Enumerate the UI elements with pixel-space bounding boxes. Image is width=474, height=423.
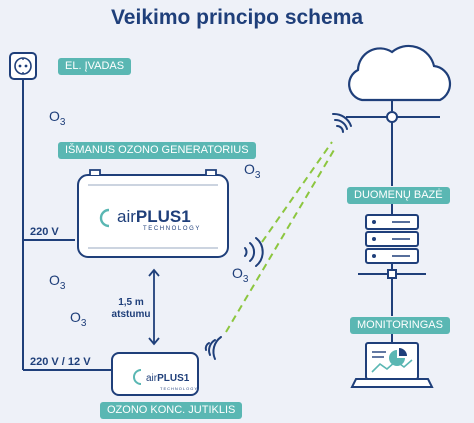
ozone-generator-device [77, 169, 229, 258]
voltage-sensor-label: 220 V / 12 V [30, 356, 91, 368]
brand-logo-sensor: airPLUS1 TECHNOLOGY [146, 368, 198, 391]
data-link-dashed [225, 141, 335, 333]
wifi-signal-icon [204, 336, 222, 360]
ozone-symbol: O3 [49, 272, 66, 292]
brand-main: PLUS1 [157, 373, 190, 384]
distance-unit: atstumu [111, 309, 151, 320]
ozone-symbol: O3 [244, 161, 261, 181]
ozone-symbol: O3 [70, 309, 87, 329]
brand-prefix: air [146, 373, 158, 384]
cloud-icon [348, 44, 452, 102]
distance-value: 1,5 m [118, 297, 144, 308]
ozone-symbol: O3 [49, 108, 66, 128]
network-node-icon [358, 263, 426, 316]
server-database-icon [365, 204, 419, 264]
ozone-symbol: O3 [232, 265, 249, 285]
power-input-label: EL. ĮVADAS [58, 58, 132, 75]
distance-label: 1,5 m atstumu [110, 297, 152, 321]
ozone-generator-label: IŠMANUS OZONO GENERATORIUS [58, 142, 256, 159]
brand-prefix: air [117, 207, 136, 226]
monitoring-label: MONITORINGAS [350, 317, 450, 334]
power-socket-icon [9, 52, 37, 80]
brand-tagline: TECHNOLOGY [160, 386, 199, 391]
database-label: DUOMENŲ BAZĖ [347, 187, 450, 204]
brand-logo-generator: airPLUS1 TECHNOLOGY [117, 207, 201, 232]
wifi-signal-icon [244, 237, 264, 267]
wifi-signal-icon [332, 112, 352, 133]
diagram-title: Veikimo principo schema [110, 6, 364, 29]
laptop-monitoring-icon [350, 334, 434, 388]
power-wiring [22, 80, 112, 371]
brand-tagline: TECHNOLOGY [143, 226, 202, 232]
brand-main: PLUS1 [135, 207, 191, 226]
voltage-generator-label: 220 V [30, 226, 59, 238]
ozone-sensor-device [111, 352, 199, 396]
distance-arrow [148, 268, 160, 346]
network-node-icon [346, 100, 440, 186]
sensor-label: OZONO KONC. JUTIKLIS [100, 402, 243, 419]
